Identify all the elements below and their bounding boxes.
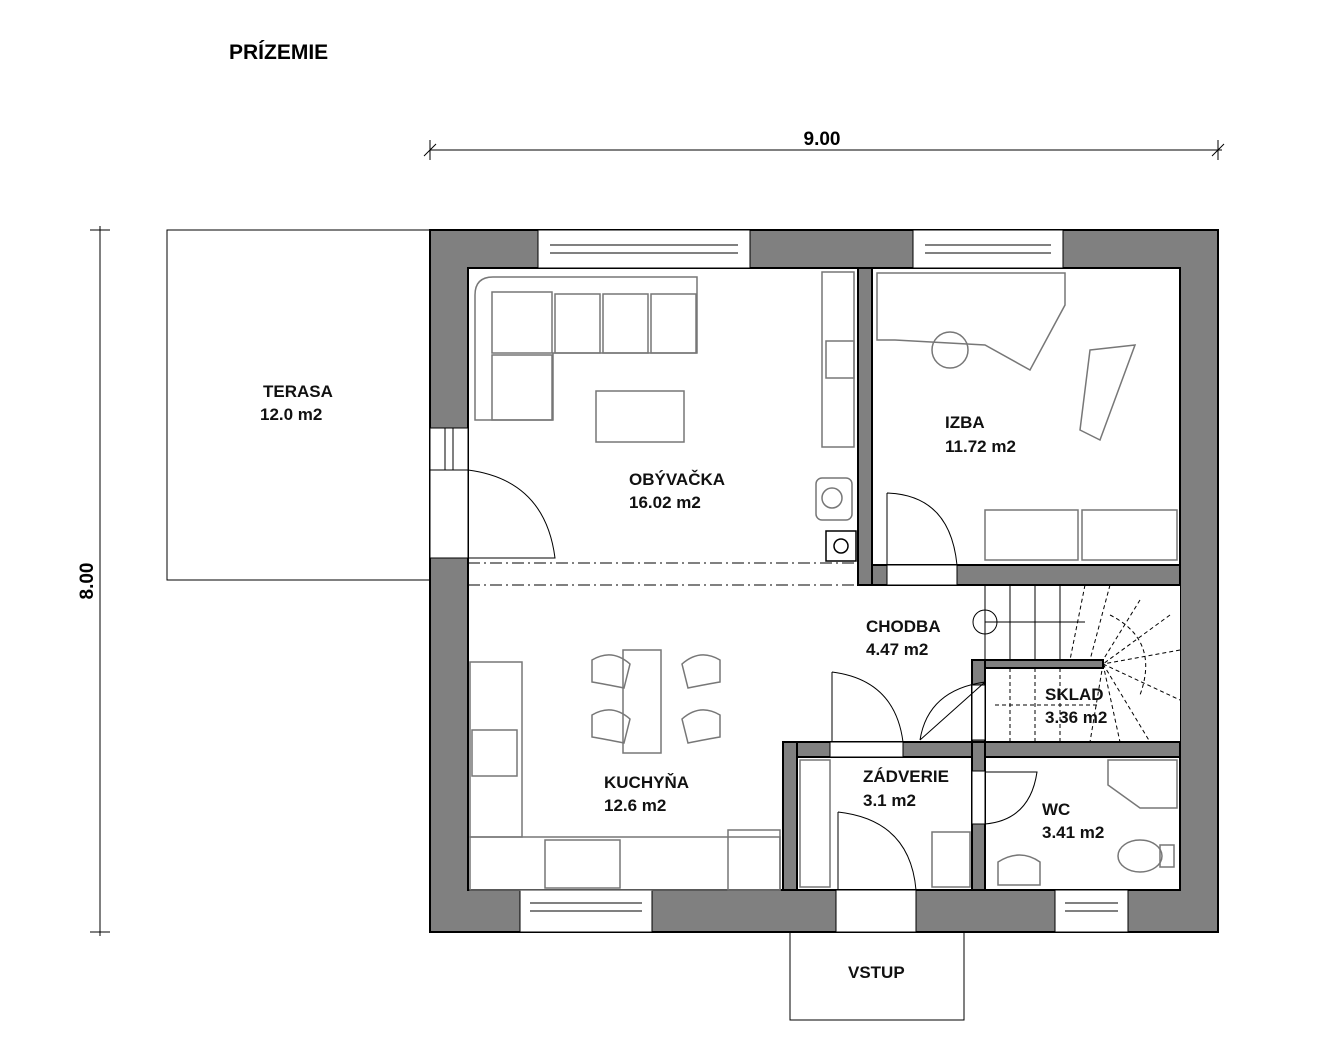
room-name-sklad: SKLAD (1045, 685, 1104, 704)
washbasin (997, 854, 1041, 886)
window (537, 229, 751, 269)
plan-title: PRÍZEMIE (229, 41, 328, 64)
room-name-terasa: TERASA (263, 382, 333, 401)
room-name-wc: WC (1042, 800, 1070, 819)
furniture (469, 271, 1178, 891)
cabinet (984, 509, 1079, 561)
room-name-obyvacka: OBÝVAČKA (629, 470, 725, 489)
room-name-kuchyna: KUCHYŇA (604, 773, 689, 792)
window (912, 229, 1064, 269)
room-name-zadverie: ZÁDVERIE (863, 767, 949, 786)
room-area-terasa: 12.0 m2 (260, 405, 322, 424)
terrace-door-opening (429, 427, 469, 559)
staircase (972, 584, 1181, 743)
room-labels: TERASA 12.0 m2 OBÝVAČKA 16.02 m2 IZBA 11… (260, 382, 1107, 982)
entrance-door-opening (835, 889, 917, 933)
room-area-sklad: 3.36 m2 (1045, 708, 1107, 727)
shower (1107, 759, 1178, 809)
room-area-obyvacka: 16.02 m2 (629, 493, 701, 512)
height-label: 8.00 (77, 563, 98, 600)
room-name-vstup: VSTUP (848, 963, 905, 982)
sofa (474, 276, 698, 421)
entrance-step (789, 931, 965, 1021)
room-name-izba: IZBA (945, 413, 985, 432)
width-dimension: 9.00 (423, 129, 1225, 160)
room-name-chodba: CHODBA (866, 617, 941, 636)
room-area-kuchyna: 12.6 m2 (604, 796, 666, 815)
desk (876, 272, 1066, 372)
room-area-izba: 11.72 m2 (945, 437, 1016, 456)
office-chair (931, 331, 969, 369)
height-dimension: 8.00 (77, 226, 110, 936)
sink (544, 839, 621, 889)
room-area-wc: 3.41 m2 (1042, 823, 1104, 842)
dining-table (622, 649, 662, 754)
room-area-chodba: 4.47 m2 (866, 640, 928, 659)
stove (815, 477, 853, 521)
terrace (166, 229, 431, 581)
exercise-bike (1079, 344, 1137, 442)
toilet (1117, 839, 1163, 873)
width-label: 9.00 (804, 129, 841, 150)
door-swing (467, 469, 556, 559)
dining-chairs (591, 654, 721, 744)
doors (467, 469, 1038, 891)
room-area-zadverie: 3.1 m2 (863, 791, 916, 810)
coffee-table (595, 390, 685, 443)
